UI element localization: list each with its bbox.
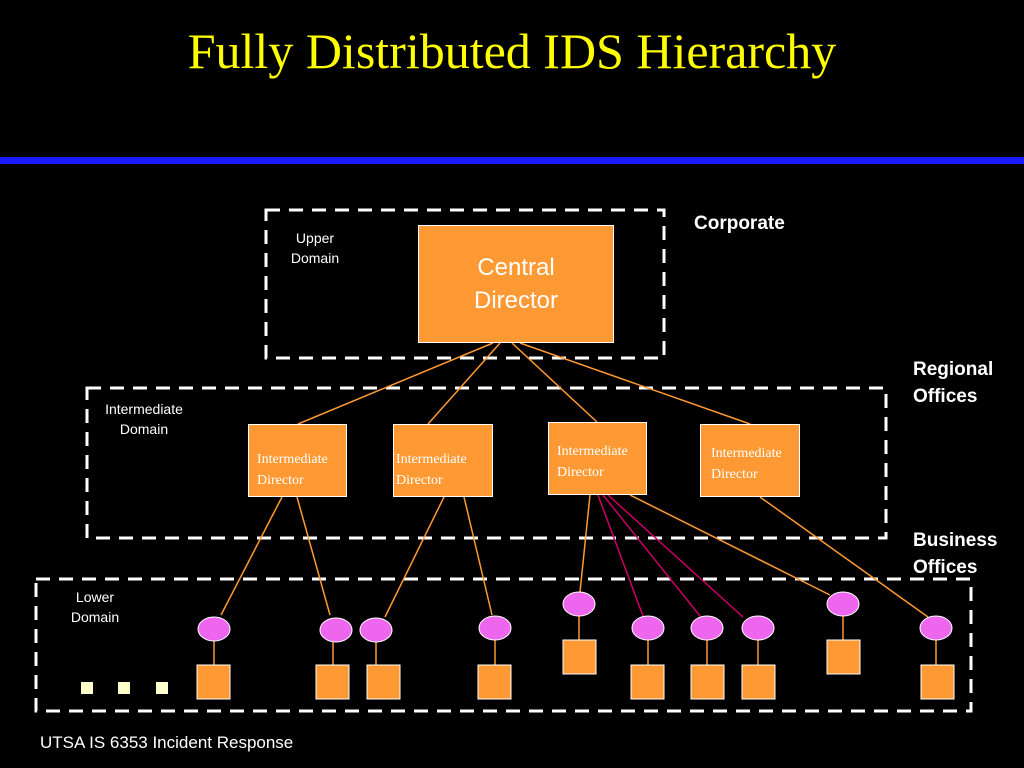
agent-oval: [197, 616, 231, 642]
regional-offices-level-label: Regional Offices: [913, 359, 994, 407]
host-square: [826, 639, 861, 675]
ellipsis-marker: [81, 682, 93, 694]
intermediate-director-node: Intermediate Director: [248, 424, 347, 497]
intermediate-director-label: Intermediate Director: [396, 452, 467, 488]
intermediate-domain-label: Intermediate Domain: [105, 401, 183, 437]
lower-domain-label: Lower Domain: [70, 589, 120, 625]
link-id3-to-agent5: [579, 494, 591, 593]
intermediate-director-label: Intermediate Director: [711, 446, 782, 482]
agent-oval: [359, 617, 393, 643]
host-square: [690, 664, 725, 700]
agent-oval: [690, 615, 724, 641]
agent-oval: [826, 591, 860, 617]
link-id3-to-agent8: [607, 494, 744, 618]
host-square: [315, 664, 350, 700]
upper-domain-boundary: [264, 208, 666, 360]
intermediate-director-node: Intermediate Director: [700, 424, 800, 497]
link-id2-to-agent3: [384, 496, 445, 618]
link-central-to-id2: [427, 342, 501, 425]
central-director-label: Central Director: [473, 254, 558, 314]
link-id3-to-agent6: [597, 494, 644, 617]
host-square: [366, 664, 401, 700]
link-central-to-id3: [511, 342, 598, 423]
link-id3-to-agent7: [602, 494, 701, 617]
corporate-level-label: Corporate: [694, 213, 785, 234]
ellipsis-marker: [118, 682, 130, 694]
intermediate-director-node: Intermediate Director: [548, 422, 647, 495]
agent-oval: [919, 615, 953, 641]
link-id4-to-agent10: [759, 496, 929, 618]
host-square: [630, 664, 665, 700]
slide-title: Fully Distributed IDS Hierarchy: [187, 23, 837, 79]
agent-oval: [562, 591, 596, 617]
slide-footer: UTSA IS 6353 Incident Response: [40, 733, 294, 752]
link-central-to-id1: [297, 342, 494, 425]
host-square: [741, 664, 776, 700]
agent-oval: [319, 617, 353, 643]
link-id1-to-agent1: [220, 496, 283, 616]
agent-oval: [478, 615, 512, 641]
agent-oval: [741, 615, 775, 641]
upper-domain-label: Upper Domain: [290, 230, 340, 266]
link-central-to-id4: [519, 342, 751, 425]
link-id3-to-agent9: [629, 494, 831, 596]
intermediate-domain-boundary: [85, 386, 888, 540]
business-offices-level-label: Business Offices: [913, 530, 998, 578]
agent-oval: [631, 615, 665, 641]
host-square: [920, 664, 955, 700]
title-divider: [0, 157, 1024, 164]
host-square: [562, 639, 597, 675]
lower-domain-boundary: [34, 577, 973, 713]
host-square: [196, 664, 231, 700]
intermediate-director-label: Intermediate Director: [257, 452, 328, 488]
host-square: [477, 664, 512, 700]
central-director-node: Central Director: [418, 225, 614, 343]
ellipsis-marker: [156, 682, 168, 694]
intermediate-director-node: Intermediate Director: [393, 424, 493, 497]
link-id1-to-agent2: [296, 496, 331, 616]
intermediate-director-label: Intermediate Director: [557, 444, 628, 480]
link-id2-to-agent4: [463, 496, 493, 616]
